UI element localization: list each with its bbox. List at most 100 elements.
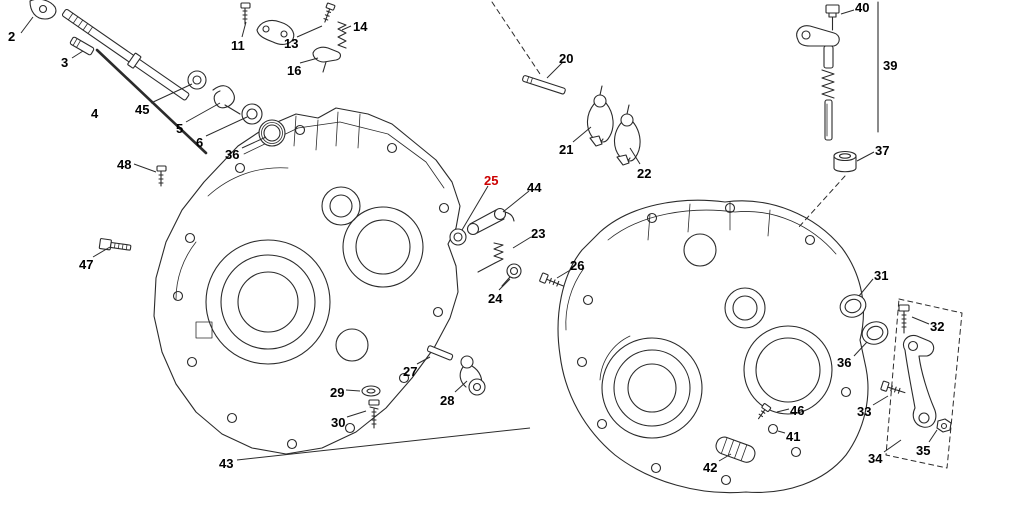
leader-line-23: [512, 236, 532, 249]
part-label-22[interactable]: 22: [637, 166, 652, 181]
part-label-26[interactable]: 26: [570, 258, 585, 273]
leader-line-25: [461, 185, 489, 231]
leader-line-5: [185, 102, 221, 123]
part-label-42[interactable]: 42: [703, 460, 718, 475]
part-label-37[interactable]: 37: [875, 143, 890, 158]
leader-line-33: [872, 395, 889, 406]
part-label-30[interactable]: 30: [331, 415, 346, 430]
bracket-plate-11-drawing: [256, 19, 295, 45]
spring-23-drawing: [477, 242, 504, 273]
part-label-39[interactable]: 39: [883, 58, 898, 73]
part-label-16[interactable]: 16: [287, 63, 302, 78]
bushing-37-drawing: [833, 150, 857, 173]
leader-line-11: [241, 21, 247, 38]
leader-line-37: [856, 151, 875, 162]
part-label-3[interactable]: 3: [61, 55, 69, 70]
part-label-32[interactable]: 32: [930, 319, 945, 334]
leader-line-35: [928, 429, 938, 443]
lever-16-drawing: [312, 46, 341, 73]
part-label-35[interactable]: 35: [916, 443, 931, 458]
part-label-34[interactable]: 34: [868, 451, 883, 466]
washer-25-drawing: [449, 228, 467, 246]
pin-3-drawing: [69, 36, 95, 56]
gearshift-shaft-39-drawing: [796, 25, 840, 141]
plug-42-drawing: [715, 436, 756, 463]
part-label-36-2[interactable]: 36: [837, 355, 852, 370]
bolt-13-drawing: [323, 2, 336, 23]
leader-line-43: [236, 427, 531, 461]
leader-line-13: [296, 25, 323, 38]
bolt-47-drawing: [98, 238, 132, 251]
leader-line-36: [241, 136, 267, 149]
ball-41-drawing: [767, 423, 779, 435]
dashed-guide-37: [797, 175, 846, 229]
shaft-4-drawing: [61, 8, 190, 101]
part-label-33[interactable]: 33: [857, 404, 872, 419]
leader-line-22: [629, 147, 641, 165]
part-label-24[interactable]: 24: [488, 291, 503, 306]
spring-5-drawing: [212, 85, 241, 115]
leader-line-48: [133, 163, 157, 173]
part-label-21[interactable]: 21: [559, 142, 574, 157]
part-label-2[interactable]: 2: [8, 29, 16, 44]
collar-6-drawing: [241, 103, 263, 125]
part-label-20[interactable]: 20: [559, 51, 574, 66]
leader-line-47: [92, 246, 111, 258]
shaft-20-drawing: [522, 75, 566, 95]
leader-line-44: [502, 190, 530, 213]
bolt-11-drawing: [240, 2, 251, 25]
part-label-46[interactable]: 46: [790, 403, 805, 418]
bearing-36-left-drawing: [258, 119, 286, 147]
part-label-40[interactable]: 40: [855, 0, 870, 15]
part-2-drawing: [29, 0, 57, 20]
spring-24-drawing: [501, 263, 522, 287]
part-label-13[interactable]: 13: [284, 36, 299, 51]
bolt-32-drawing: [898, 304, 910, 334]
leader-line-3: [71, 50, 84, 59]
part-label-14[interactable]: 14: [353, 19, 368, 34]
dashed-guide-top: [491, 1, 541, 75]
leader-line-46: [776, 408, 790, 413]
part-label-47[interactable]: 47: [79, 257, 94, 272]
leader-line-41: [777, 430, 786, 434]
part-label-36[interactable]: 36: [225, 147, 240, 162]
part-label-45[interactable]: 45: [135, 102, 150, 117]
leader-line-42: [718, 453, 732, 462]
bearing-36-right-drawing: [861, 321, 889, 345]
leader-line-27: [416, 356, 431, 365]
bolt-46-drawing: [757, 403, 772, 420]
right-crankcase-drawing: [557, 199, 869, 494]
part-label-27[interactable]: 27: [403, 364, 418, 379]
part-label-29[interactable]: 29: [330, 385, 345, 400]
leader-line-40: [840, 9, 855, 15]
leader-line-31: [858, 278, 874, 297]
pointer-line-4: [95, 48, 208, 155]
part-label-25[interactable]: 25: [484, 173, 499, 188]
leader-line-28: [454, 380, 468, 393]
part-label-48[interactable]: 48: [117, 157, 132, 172]
part-label-31[interactable]: 31: [874, 268, 889, 283]
part-label-28[interactable]: 28: [440, 393, 455, 408]
part-label-5[interactable]: 5: [176, 121, 184, 136]
leader-line-26: [556, 268, 573, 279]
dashed-guide-box-34: [885, 298, 963, 469]
part-label-23[interactable]: 23: [531, 226, 546, 241]
bolt-40-drawing: [825, 4, 840, 31]
washer-29-drawing: [361, 385, 381, 397]
part-label-43[interactable]: 43: [219, 456, 234, 471]
leader-line-30: [346, 410, 367, 418]
leader-line-32: [911, 316, 930, 325]
nut-35-drawing: [936, 418, 952, 433]
bearing-31-drawing: [839, 294, 867, 318]
spring-14-drawing: [337, 21, 347, 49]
leader-line-45: [150, 83, 193, 104]
part-label-41[interactable]: 41: [786, 429, 801, 444]
part-label-44[interactable]: 44: [527, 180, 542, 195]
part-label-6[interactable]: 6: [196, 135, 204, 150]
leader-line-2: [20, 16, 34, 34]
part-label-11[interactable]: 11: [231, 38, 245, 53]
leader-line-34: [883, 439, 902, 453]
part-label-4[interactable]: 4: [91, 106, 99, 121]
washer-45-drawing: [187, 70, 207, 90]
